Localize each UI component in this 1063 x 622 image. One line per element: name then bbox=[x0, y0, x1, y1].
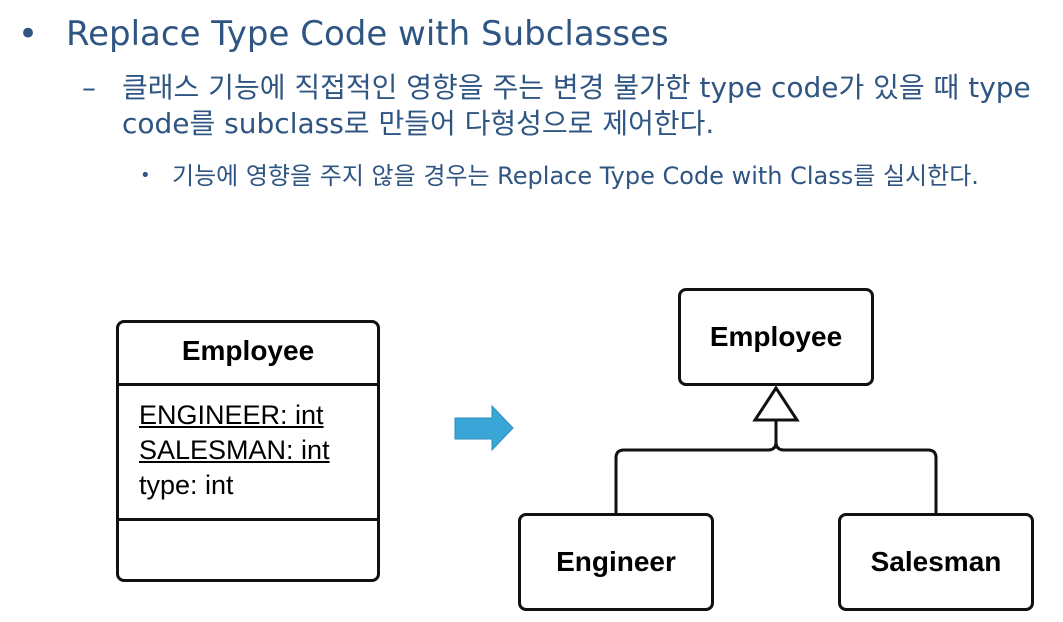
transform-arrow-icon bbox=[454, 404, 514, 452]
inheritance-lines bbox=[614, 420, 938, 513]
employee-superclass: Employee bbox=[678, 288, 874, 386]
salesman-subclass: Salesman bbox=[838, 513, 1034, 611]
bullet-marker-small: • bbox=[140, 165, 151, 186]
bullet-level2: – 클래스 기능에 직접적인 영향을 주는 변경 불가한 type code가 … bbox=[82, 70, 1062, 142]
bullet-level1: • Replace Type Code with Subclasses bbox=[18, 14, 669, 54]
bullet-marker: • bbox=[18, 14, 39, 54]
slide-title: Replace Type Code with Subclasses bbox=[66, 14, 669, 54]
static-attribute: ENGINEER: int bbox=[139, 400, 324, 430]
employee-class-before: Employee ENGINEER: int SALESMAN: int typ… bbox=[116, 320, 380, 582]
class-name: Employee bbox=[709, 321, 843, 352]
dash-marker: – bbox=[82, 71, 96, 104]
engineer-subclass: Engineer bbox=[518, 513, 714, 611]
class-name: Salesman bbox=[870, 546, 1002, 577]
bullet-level3-text: 기능에 영향을 주지 않을 경우는 Replace Type Code with… bbox=[172, 162, 979, 190]
class-name: Employee bbox=[119, 323, 377, 386]
bullet-level2-text: 클래스 기능에 직접적인 영향을 주는 변경 불가한 type code가 있을… bbox=[122, 71, 1031, 140]
inheritance-triangle-icon bbox=[752, 385, 800, 422]
attribute-compartment: ENGINEER: int SALESMAN: int type: int bbox=[119, 386, 377, 521]
attribute: type: int bbox=[139, 470, 234, 500]
static-attribute: SALESMAN: int bbox=[139, 435, 330, 465]
bullet-level3: • 기능에 영향을 주지 않을 경우는 Replace Type Code wi… bbox=[140, 160, 1012, 192]
class-name: Engineer bbox=[556, 546, 676, 577]
